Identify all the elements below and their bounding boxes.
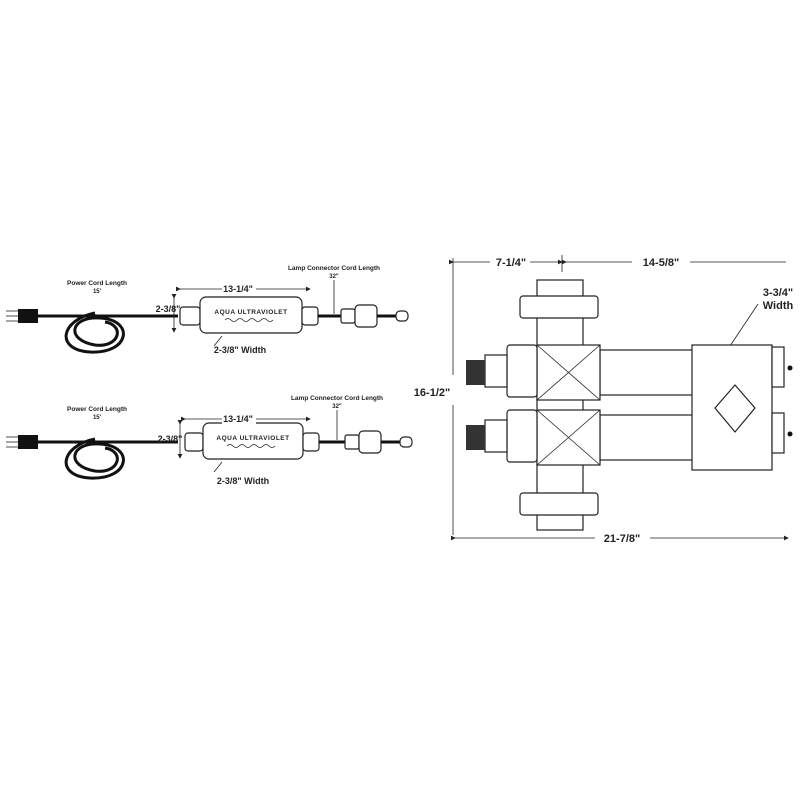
power-plug <box>6 309 38 323</box>
housing-width-label: 3-3/4" <box>763 287 793 299</box>
top-union <box>519 295 599 319</box>
power-cord-label: Power Cord Length <box>67 406 127 413</box>
bottom-union <box>519 492 599 516</box>
lamp-cord-value: 32" <box>329 274 339 280</box>
power-cord <box>38 437 178 480</box>
lamp-connector-nut <box>358 430 382 454</box>
logo-wave <box>226 444 276 448</box>
housing-width-caption: Width <box>763 300 794 312</box>
lamp-connector <box>344 434 360 450</box>
lower-chamber <box>599 414 701 461</box>
width-label: 2-3/8" Width <box>214 345 266 355</box>
logo: AQUA ULTRAVIOLET <box>214 309 287 316</box>
ballast-unit-a: Power Cord Length 15' 2-3/8" AQUA ULTRAV… <box>6 265 409 355</box>
chamber-length-label: 14-5/8" <box>643 257 679 269</box>
power-cord-value: 15' <box>93 289 102 295</box>
lamp-plug <box>395 310 409 322</box>
height-label: 16-1/2" <box>414 387 450 399</box>
left-fitting <box>179 306 201 326</box>
width-label: 2-3/8" Width <box>217 476 269 486</box>
logo-wave <box>224 318 274 322</box>
lamp-plug <box>399 436 413 448</box>
lamp-end-upper <box>787 365 793 371</box>
vertical-pipe <box>536 279 584 531</box>
right-fitting <box>302 432 320 452</box>
lower-inlet-union <box>506 409 538 463</box>
height-label: 2-3/8" <box>158 434 183 444</box>
upper-chamber <box>599 349 701 396</box>
upper-inlet-union <box>506 344 538 398</box>
lower-inlet-thread <box>466 425 485 450</box>
power-cord-value: 15' <box>93 415 102 421</box>
power-cord-label: Power Cord Length <box>67 280 127 287</box>
uv-manifold: 7-1/4" 14-5/8" 16-1/2" 21-7/8" 3-3/4" Wi… <box>414 255 794 545</box>
length-label: 13-1/4" <box>223 284 253 294</box>
lamp-connector-nut <box>354 304 378 328</box>
housing-crossover <box>714 384 756 433</box>
lamp-cord-value: 32" <box>332 404 342 410</box>
lamp-cord-label: Lamp Connector Cord Length <box>288 265 380 272</box>
length-label: 13-1/4" <box>223 414 253 424</box>
lamp-connector <box>340 308 356 324</box>
right-fitting <box>301 306 319 326</box>
height-label: 2-3/8" <box>156 304 181 314</box>
left-fitting <box>184 432 204 452</box>
lamp-cord-label: Lamp Connector Cord Length <box>291 395 383 402</box>
upper-inlet-thread <box>466 360 485 385</box>
logo: AQUA ULTRAVIOLET <box>216 435 289 442</box>
power-cord <box>38 311 178 354</box>
lamp-end-lower <box>787 431 793 437</box>
power-plug <box>6 435 38 449</box>
total-length-label: 21-7/8" <box>604 533 640 545</box>
ballast-unit-b: Power Cord Length 15' 2-3/8" AQUA ULTRAV… <box>6 395 413 486</box>
inlet-offset-label: 7-1/4" <box>496 257 526 269</box>
